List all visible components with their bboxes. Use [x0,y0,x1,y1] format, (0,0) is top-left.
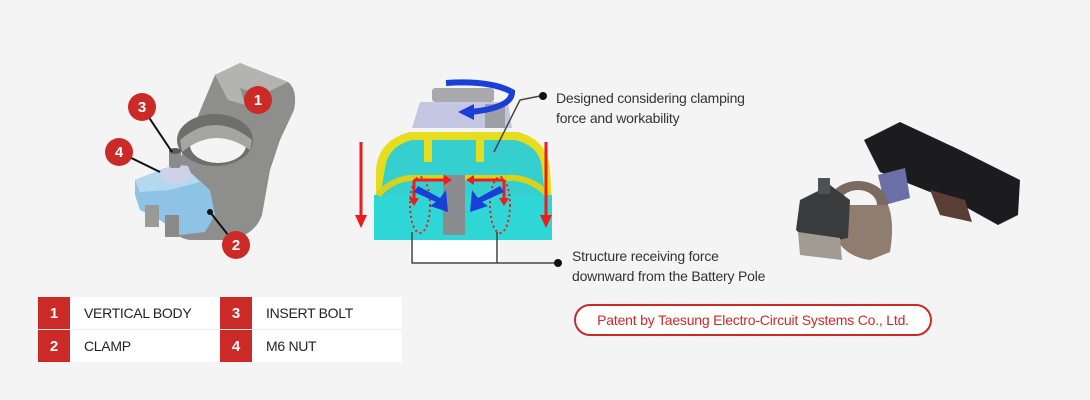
legend-label: VERTICAL BODY [84,305,192,321]
marker-4: 4 [105,138,133,166]
legend-number: 3 [220,297,252,329]
callout-structure-line2: downward from the Battery Pole [572,268,766,284]
callout-clamping-line2: force and workability [556,110,680,126]
legend-item: 1 VERTICAL BODY [38,297,220,329]
legend-number: 4 [220,330,252,362]
callout-clamping: Designed considering clamping force and … [556,88,745,128]
marker-1: 1 [244,86,272,114]
nut-part [160,148,192,184]
cross-section-diagram [355,79,562,267]
legend-number: 1 [38,297,70,329]
callout-clamping-line1: Designed considering clamping [556,90,745,106]
legend-label: INSERT BOLT [266,305,353,321]
callout-structure-line1: Structure receiving force [572,248,719,264]
sensor-terminal-image [796,122,1020,260]
legend-number: 2 [38,330,70,362]
legend-item: 2 CLAMP [38,330,220,362]
legend-label: CLAMP [84,338,131,354]
patent-badge: Patent by Taesung Electro-Circuit System… [574,304,932,336]
legend-item: 4 M6 NUT [220,330,402,362]
marker-2: 2 [222,231,250,259]
callout-structure: Structure receiving force downward from … [572,246,765,286]
legend-row: 1 VERTICAL BODY 3 INSERT BOLT [38,297,402,330]
parts-legend: 1 VERTICAL BODY 3 INSERT BOLT 2 CLAMP 4 … [38,297,402,362]
legend-label: M6 NUT [266,338,317,354]
marker-3: 3 [128,93,156,121]
legend-row: 2 CLAMP 4 M6 NUT [38,330,402,362]
legend-item: 3 INSERT BOLT [220,297,402,329]
